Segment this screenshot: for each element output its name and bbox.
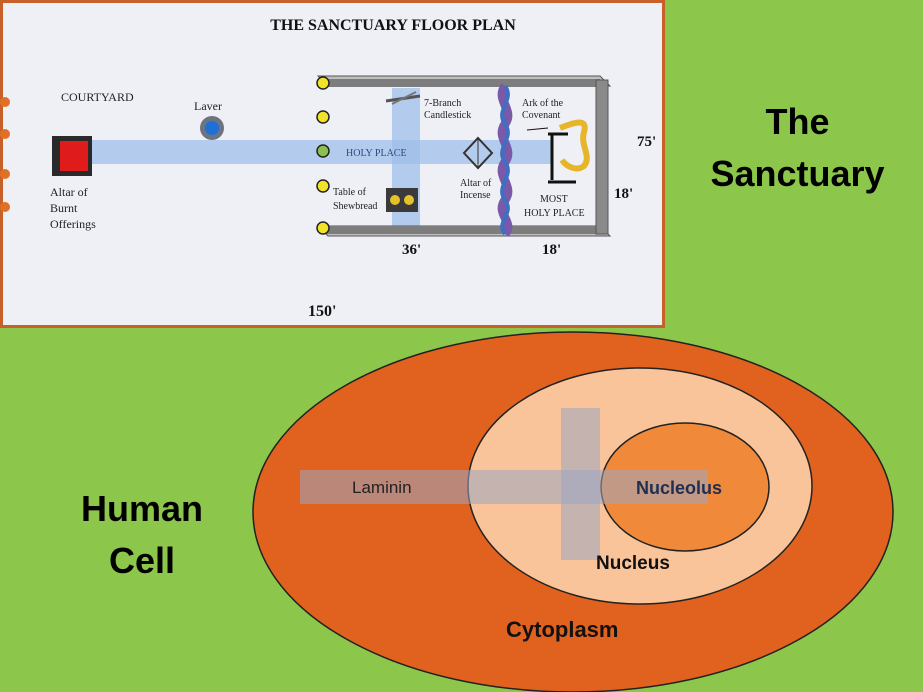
- human-cell-title-line1: Human: [80, 488, 203, 529]
- south-wall-shadow: [322, 226, 600, 234]
- floor-plan-drawing: THE SANCTUARY FLOOR PLAN COURTYARD Laver…: [0, 17, 656, 320]
- holy-place-label: HOLY PLACE: [346, 148, 407, 159]
- laver: [205, 121, 219, 135]
- edge-dot: [0, 97, 10, 107]
- altar-label-3: Offerings: [50, 217, 96, 231]
- dimension-75: 75': [637, 134, 656, 150]
- altar-of-burnt-offerings: [60, 141, 88, 171]
- pillar: [316, 76, 330, 90]
- human-cell-title: Human Cell: [62, 483, 222, 587]
- pillar: [316, 144, 330, 158]
- dimension-18-side: 18': [614, 186, 633, 202]
- dimension-150: 150': [308, 303, 336, 320]
- incense-label-2: Incense: [460, 190, 491, 201]
- pillar: [316, 110, 330, 124]
- nucleus-label: Nucleus: [596, 553, 670, 574]
- candlestick-branches: [391, 91, 417, 105]
- edge-dot: [0, 129, 10, 139]
- sanctuary-title: The Sanctuary: [690, 96, 905, 200]
- candlestick-label-1: 7-Branch: [424, 98, 461, 109]
- laver-label: Laver: [194, 99, 222, 113]
- candlestick-label-2: Candlestick: [424, 110, 471, 121]
- laminin-cross-horizontal: [300, 470, 708, 504]
- altar-label-1: Altar of: [50, 185, 88, 199]
- dimension-36: 36': [402, 242, 421, 258]
- ark-label-1: Ark of the: [522, 98, 564, 109]
- west-wall: [595, 79, 609, 235]
- nucleolus-label: Nucleolus: [636, 478, 722, 498]
- pillar: [316, 179, 330, 193]
- ark-frame: [548, 132, 576, 184]
- shewbread-loaf: [404, 195, 414, 205]
- floor-plan-title: THE SANCTUARY FLOOR PLAN: [270, 17, 516, 34]
- sanctuary-title-line1: The: [765, 101, 830, 142]
- ark-label-2: Covenant: [522, 110, 561, 121]
- human-cell-title-line2: Cell: [108, 540, 176, 582]
- shewbread-loaf: [390, 195, 400, 205]
- edge-dot: [0, 202, 10, 212]
- dimension-18-bottom: 18': [542, 242, 561, 258]
- sanctuary-title-line2: Sanctuary: [710, 153, 885, 195]
- most-holy-label-1: MOST: [540, 194, 568, 205]
- pillar: [316, 221, 330, 235]
- altar-label-2: Burnt: [50, 201, 78, 215]
- courtyard-label: COURTYARD: [61, 90, 134, 104]
- table-label-2: Shewbread: [333, 201, 377, 212]
- cytoplasm-label: Cytoplasm: [506, 617, 618, 642]
- edge-dot: [0, 169, 10, 179]
- laminin-label: Laminin: [352, 478, 412, 497]
- most-holy-label-2: HOLY PLACE: [524, 208, 585, 219]
- table-label-1: Table of: [333, 187, 367, 198]
- incense-label-1: Altar of: [460, 178, 492, 189]
- veil-twist: [500, 84, 510, 236]
- north-wall-shadow: [322, 79, 600, 87]
- laminin-cross-vertical: [561, 408, 600, 560]
- ark-pointer: [526, 127, 549, 131]
- ark-of-the-covenant: [558, 119, 590, 172]
